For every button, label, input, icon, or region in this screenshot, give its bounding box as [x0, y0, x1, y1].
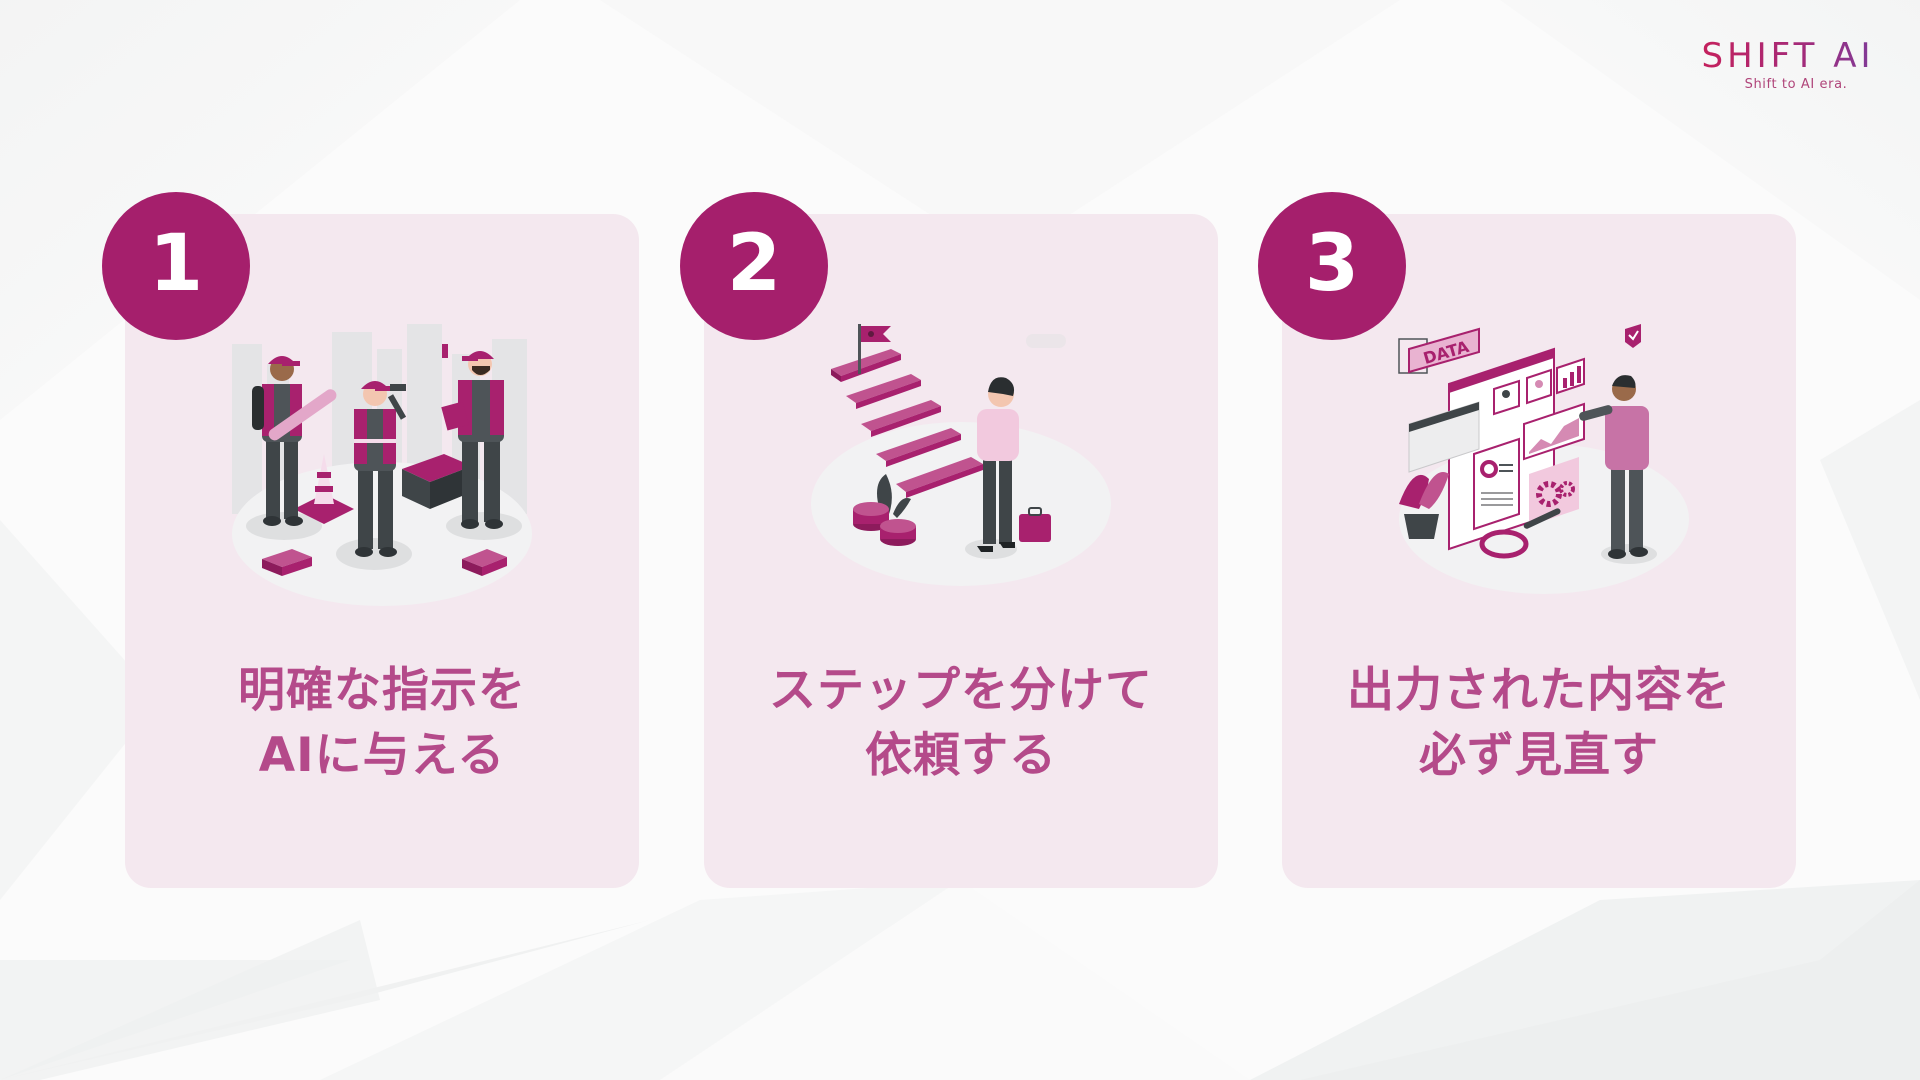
step-title-line-2: 依頼する	[865, 728, 1057, 783]
step-title-line-1: ステップを分けて	[769, 663, 1153, 718]
step-title-line-2: AIに与える	[258, 728, 506, 783]
step-card-3: DATA	[1282, 214, 1796, 888]
step-title: ステップを分けて 依頼する	[704, 658, 1218, 788]
step-number-badge-2: 2	[680, 192, 828, 340]
stairs-to-goal-illustration	[801, 314, 1121, 614]
logo-tagline: Shift to AI era.	[1744, 77, 1848, 92]
step-number: 3	[1304, 219, 1360, 309]
step-number: 2	[726, 219, 782, 309]
step-title-line-1: 明確な指示を	[238, 663, 526, 718]
step-title-line-2: 必ず見直す	[1419, 728, 1659, 783]
step-title-line-1: 出力された内容を	[1347, 663, 1731, 718]
shift-ai-logo: SHIFT AI Shift to AI era.	[1690, 36, 1886, 92]
step-number-badge-1: 1	[102, 192, 250, 340]
step-number-badge-3: 3	[1258, 192, 1406, 340]
step-number: 1	[148, 219, 204, 309]
construction-team-illustration	[222, 314, 542, 614]
step-title: 明確な指示を AIに与える	[125, 658, 639, 788]
step-title: 出力された内容を 必ず見直す	[1282, 658, 1796, 788]
data-review-dashboard-illustration: DATA	[1379, 314, 1699, 614]
logo-wordmark: SHIFT AI	[1690, 36, 1886, 76]
